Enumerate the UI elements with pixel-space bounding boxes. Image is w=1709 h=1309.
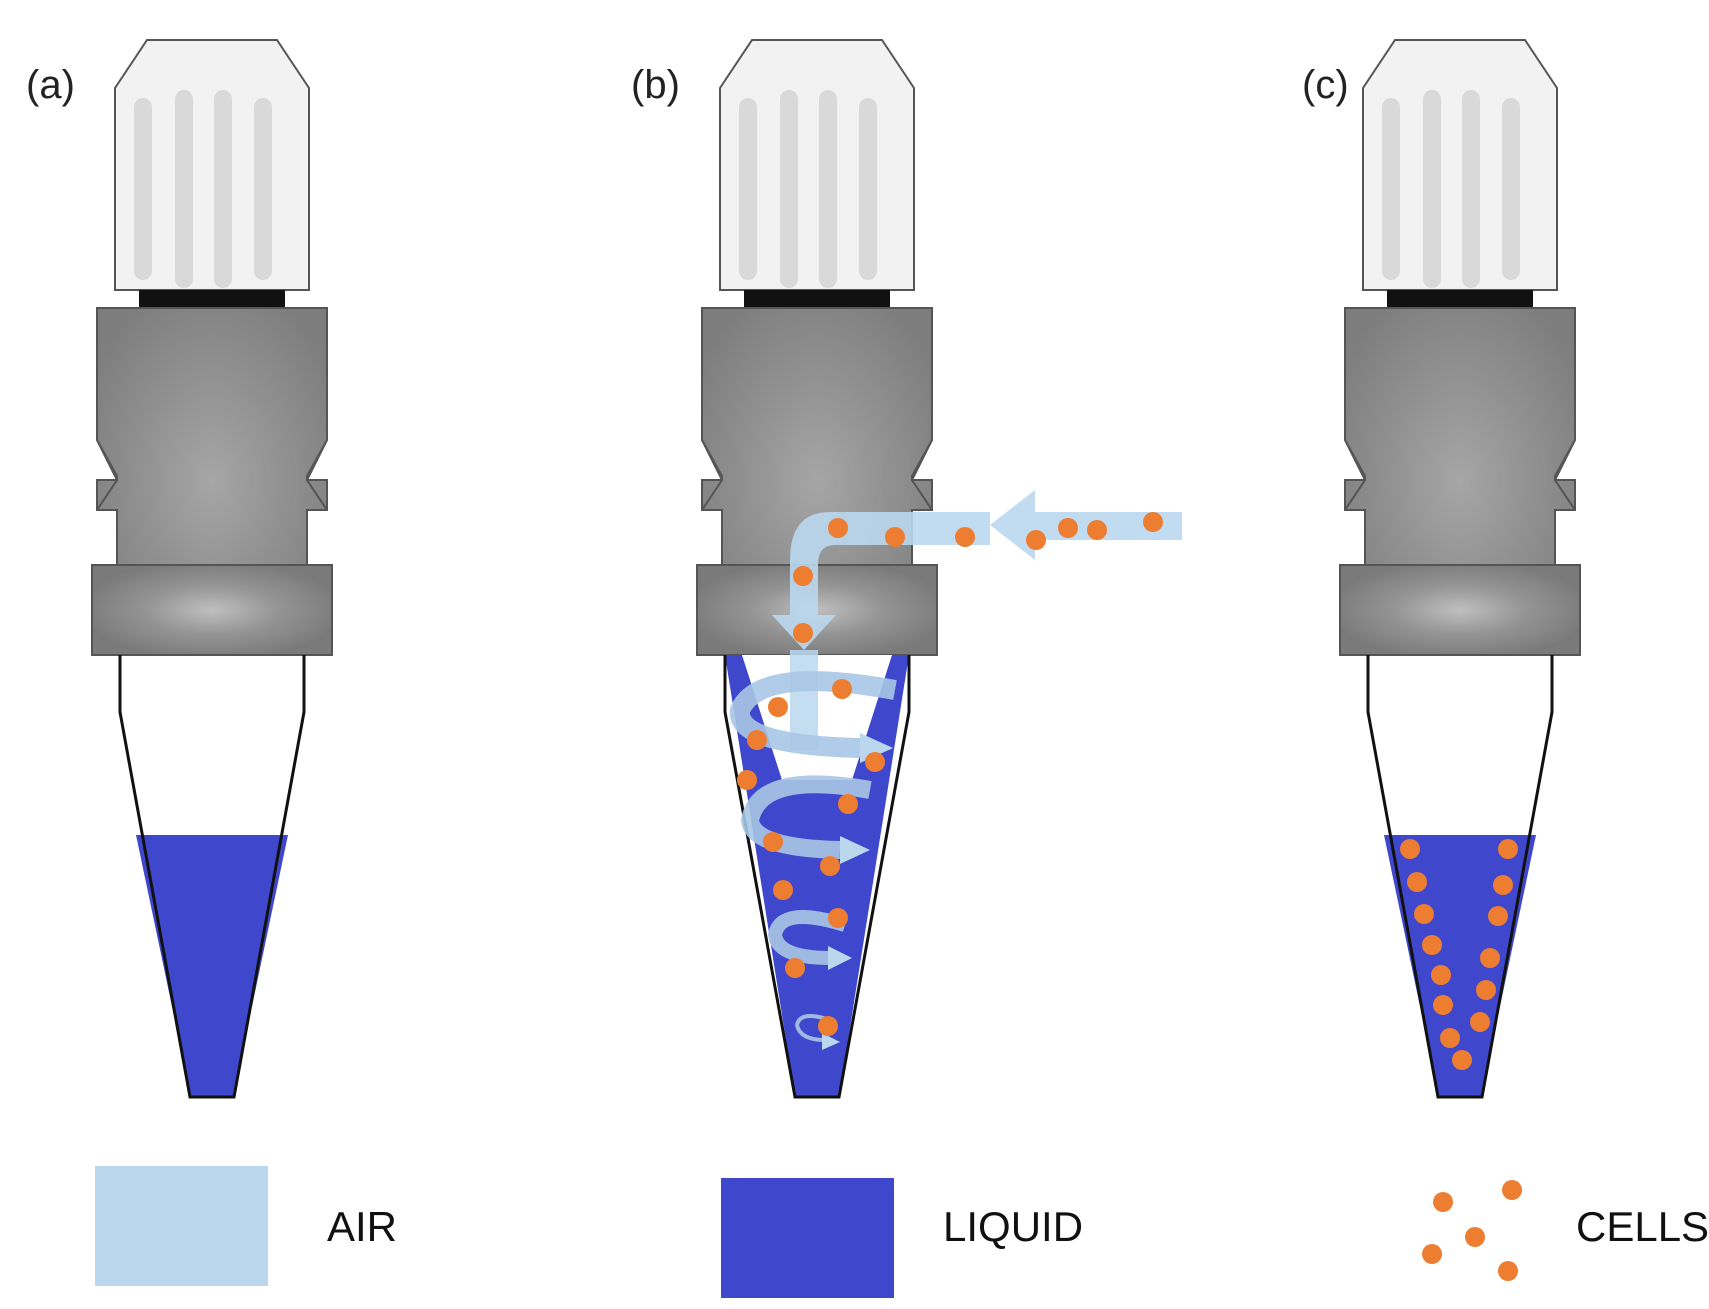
panel-c-cells	[1400, 839, 1518, 1070]
panel-label-c: (c)	[1302, 63, 1349, 107]
cell-c-3	[1493, 875, 1513, 895]
legend: AIR LIQUID CELLS	[95, 1166, 1709, 1298]
cell-b-12	[865, 752, 885, 772]
cell-b-9	[768, 697, 788, 717]
legend-air-label: AIR	[327, 1203, 397, 1250]
cell-c-0	[1400, 839, 1420, 859]
cell-b-0	[1143, 512, 1163, 532]
panel-a	[91, 39, 333, 1099]
cell-c-1	[1498, 839, 1518, 859]
cell-b-20	[818, 1016, 838, 1036]
cell-c-10	[1433, 995, 1453, 1015]
cell-b-11	[832, 679, 852, 699]
cell-b-14	[838, 794, 858, 814]
cell-b-5	[885, 527, 905, 547]
cell-b-10	[747, 730, 767, 750]
cell-c-2	[1407, 872, 1427, 892]
cell-c-9	[1476, 980, 1496, 1000]
cell-c-7	[1480, 948, 1500, 968]
cell-b-3	[1026, 530, 1046, 550]
cell-b-2	[1058, 518, 1078, 538]
legend-cells-swatch	[1422, 1180, 1522, 1281]
legend-liquid-swatch	[721, 1178, 894, 1298]
cell-b-13	[737, 770, 757, 790]
cell-b-1	[1087, 520, 1107, 540]
cell-b-17	[773, 880, 793, 900]
cell-c-8	[1431, 965, 1451, 985]
panel-b-cells	[737, 512, 1163, 1036]
cell-b-16	[820, 856, 840, 876]
cell-c-4	[1414, 904, 1434, 924]
cell-c-6	[1422, 935, 1442, 955]
panel-c	[1339, 39, 1581, 1099]
legend-cells-label: CELLS	[1576, 1203, 1709, 1250]
cell-c-5	[1488, 906, 1508, 926]
panel-label-b: (b)	[631, 63, 680, 107]
cell-c-11	[1470, 1012, 1490, 1032]
cell-c-13	[1452, 1050, 1472, 1070]
legend-liquid-label: LIQUID	[943, 1203, 1083, 1250]
cell-b-6	[828, 518, 848, 538]
cell-b-19	[785, 958, 805, 978]
panel-label-a: (a)	[26, 63, 75, 107]
cell-b-18	[828, 908, 848, 928]
cell-c-12	[1440, 1028, 1460, 1048]
cell-b-15	[763, 832, 783, 852]
cell-b-4	[955, 527, 975, 547]
legend-air-swatch	[95, 1166, 268, 1286]
cell-b-8	[793, 623, 813, 643]
cell-b-7	[793, 566, 813, 586]
